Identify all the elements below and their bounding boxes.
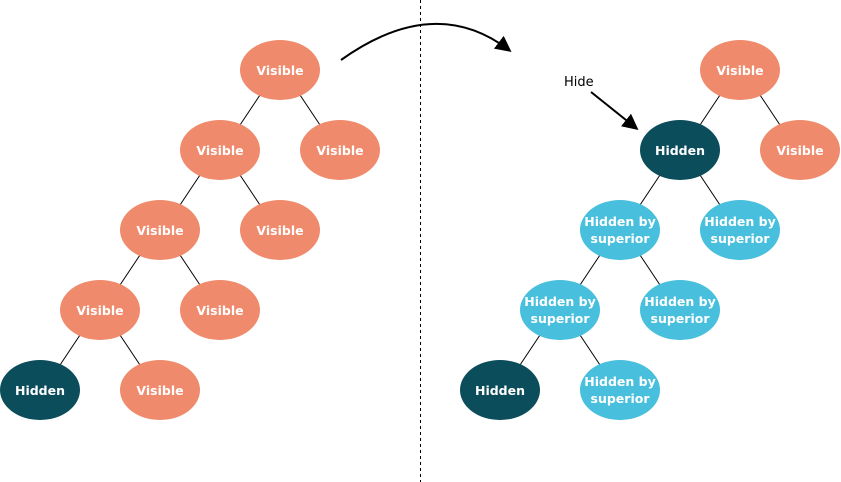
node-label: Visible — [196, 303, 243, 318]
tree-node-visible: Visible — [120, 200, 200, 260]
tree-node-visible: Visible — [240, 200, 320, 260]
node-ellipse — [120, 360, 200, 420]
tree-node-visible: Visible — [60, 280, 140, 340]
tree-node-visible: Visible — [180, 280, 260, 340]
tree-edge — [519, 334, 541, 366]
tree-node-visible: Visible — [760, 120, 840, 180]
node-ellipse — [0, 360, 80, 420]
tree-node-hidden: Hidden — [0, 360, 80, 420]
tree-node-hidden-by-superior: Hidden by superior — [640, 280, 720, 340]
transition-arrow — [340, 23, 512, 61]
node-ellipse — [240, 40, 320, 100]
node-ellipse — [700, 40, 780, 100]
node-label: Hidden by — [584, 374, 655, 389]
tree-edge — [579, 334, 601, 366]
tree-node-visible: Visible — [300, 120, 380, 180]
hide-arrow — [590, 91, 639, 130]
tree-edge — [639, 254, 661, 286]
tree-edge — [59, 334, 81, 366]
node-label: superior — [651, 311, 711, 326]
tree-node-visible: Visible — [240, 40, 320, 100]
tree-node-hidden-by-superior: Hidden by superior — [580, 360, 660, 420]
node-label: Visible — [136, 383, 183, 398]
tree-node-hidden-by-superior: Hidden by superior — [580, 200, 660, 260]
node-label: superior — [591, 231, 651, 246]
tree-edges — [59, 94, 781, 366]
node-label: superior — [711, 231, 771, 246]
node-ellipse — [580, 200, 660, 260]
node-ellipse — [460, 360, 540, 420]
node-label: Hidden by — [584, 214, 655, 229]
tree-edge — [299, 94, 321, 126]
node-label: Hidden by — [704, 214, 775, 229]
node-ellipse — [60, 280, 140, 340]
hide-annotation-label: Hide — [564, 75, 594, 90]
tree-edge — [699, 174, 721, 206]
tree-edge — [699, 94, 721, 126]
node-ellipse — [640, 280, 720, 340]
tree-edge — [239, 174, 261, 206]
node-ellipse — [520, 280, 600, 340]
tree-node-hidden-by-superior: Hidden by superior — [520, 280, 600, 340]
tree-edge — [119, 254, 141, 286]
tree-edge — [579, 254, 601, 286]
node-label: Visible — [776, 143, 823, 158]
tree-edge — [179, 254, 201, 286]
node-label: superior — [591, 391, 651, 406]
node-ellipse — [760, 120, 840, 180]
node-label: Visible — [716, 63, 763, 78]
tree-node-hidden-by-superior: Hidden by superior — [700, 200, 780, 260]
tree-edge — [639, 174, 661, 206]
node-label: Visible — [76, 303, 123, 318]
node-label: Visible — [316, 143, 363, 158]
tree-node-hidden: Hidden — [460, 360, 540, 420]
node-ellipse — [240, 200, 320, 260]
node-label: Hidden by — [524, 294, 595, 309]
tree-edge — [759, 94, 781, 126]
node-label: Hidden — [655, 143, 705, 158]
tree-edge — [179, 174, 201, 206]
node-label: Visible — [136, 223, 183, 238]
node-ellipse — [120, 200, 200, 260]
node-label: Hidden by — [644, 294, 715, 309]
tree-edge — [239, 94, 261, 126]
node-label: Visible — [196, 143, 243, 158]
node-ellipse — [580, 360, 660, 420]
node-label: Hidden — [475, 383, 525, 398]
node-ellipse — [700, 200, 780, 260]
node-label: Hidden — [15, 383, 65, 398]
tree-node-hidden: Hidden — [640, 120, 720, 180]
node-label: Visible — [256, 223, 303, 238]
tree-node-visible: Visible — [700, 40, 780, 100]
tree-node-visible: Visible — [120, 360, 200, 420]
node-ellipse — [640, 120, 720, 180]
node-label: Visible — [256, 63, 303, 78]
node-ellipse — [180, 280, 260, 340]
node-label: superior — [531, 311, 591, 326]
tree-edge — [119, 334, 141, 366]
node-ellipse — [180, 120, 260, 180]
node-ellipse — [300, 120, 380, 180]
tree-node-visible: Visible — [180, 120, 260, 180]
